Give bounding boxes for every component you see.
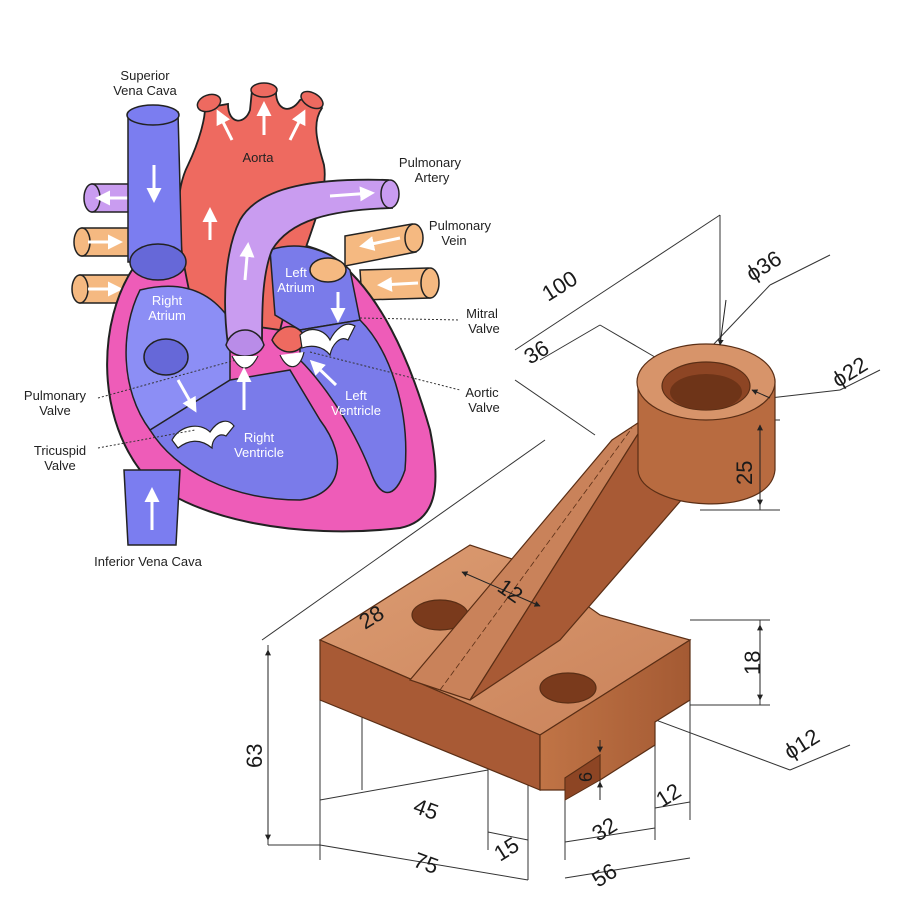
- hub-cylinder: [636, 343, 776, 505]
- chamber-flow-arrows: [176, 292, 346, 413]
- label-aortic-valve-2: Valve: [468, 400, 500, 415]
- mechanical-drawing: 100 36 ϕ36 ϕ22 25 12 28 18 ϕ12 63 6 45 1…: [242, 214, 881, 892]
- dim-56: 56: [587, 858, 621, 892]
- label-pulmonary-artery-1: Pulmonary: [399, 155, 462, 170]
- dim-63: 63: [242, 744, 267, 768]
- pulmonary-artery: [224, 178, 400, 346]
- dimension-arrows: [265, 299, 771, 841]
- right-pulmonary-veins: [344, 223, 440, 301]
- label-right-ventricle-1: Right: [244, 430, 275, 445]
- pulmonary-vein-opening: [309, 257, 347, 283]
- label-aortic-valve-1: Aortic: [465, 385, 499, 400]
- inclined-rib: [408, 414, 691, 701]
- label-right-atrium-2: Atrium: [148, 308, 186, 323]
- label-left-atrium-2: Atrium: [277, 280, 315, 295]
- dim-45: 45: [410, 793, 442, 825]
- label-aorta: Aorta: [242, 150, 274, 165]
- ivc-opening: [143, 338, 189, 376]
- label-left-ventricle-1: Left: [345, 388, 367, 403]
- label-pulmonary-artery-2: Artery: [415, 170, 450, 185]
- tricuspid-valve-leaflet: [171, 420, 235, 450]
- right-ventricle-chamber: [148, 369, 339, 501]
- dim-15: 15: [489, 832, 523, 866]
- label-superior-vena-cava-2: Vena Cava: [113, 83, 177, 98]
- base-hole-right: [539, 672, 597, 704]
- label-right-ventricle-2: Ventricle: [234, 445, 284, 460]
- label-tricuspid-valve-1: Tricuspid: [34, 443, 86, 458]
- label-right-atrium-1: Right: [152, 293, 183, 308]
- dim-36: 36: [519, 335, 553, 369]
- label-pulmonary-valve-1: Pulmonary: [24, 388, 87, 403]
- dim-25: 25: [732, 461, 757, 485]
- dim-6: 6: [576, 772, 596, 782]
- svc-opening: [129, 243, 187, 281]
- inferior-vena-cava: [123, 469, 181, 546]
- label-left-ventricle-2: Ventricle: [331, 403, 381, 418]
- dim-phi22: ϕ22: [827, 352, 871, 393]
- label-mitral-valve-2: Valve: [468, 321, 500, 336]
- label-pulmonary-valve-2: Valve: [39, 403, 71, 418]
- heart-leader-lines: [97, 317, 461, 449]
- mitral-valve-leaflet: [299, 323, 356, 357]
- left-ventricle-chamber: [299, 319, 407, 493]
- dim-100: 100: [537, 266, 581, 307]
- dim-18: 18: [740, 651, 765, 675]
- dim-75: 75: [410, 847, 442, 879]
- label-pulmonary-vein-1: Pulmonary: [429, 218, 492, 233]
- label-mitral-valve-1: Mitral: [466, 306, 498, 321]
- label-tricuspid-valve-2: Valve: [44, 458, 76, 473]
- label-superior-vena-cava-1: Superior: [120, 68, 170, 83]
- label-inferior-vena-cava: Inferior Vena Cava: [94, 554, 202, 569]
- heart-diagram: Superior Vena Cava Aorta Pulmonary Arter…: [24, 68, 500, 569]
- superior-vena-cava: [126, 104, 183, 263]
- dim-12-slot: 12: [651, 778, 685, 812]
- pulmonary-valve: [225, 329, 265, 369]
- label-left-atrium-1: Left: [285, 265, 307, 280]
- dim-32: 32: [587, 812, 621, 846]
- label-pulmonary-vein-2: Vein: [441, 233, 466, 248]
- heart-labels: Superior Vena Cava Aorta Pulmonary Arter…: [24, 68, 500, 569]
